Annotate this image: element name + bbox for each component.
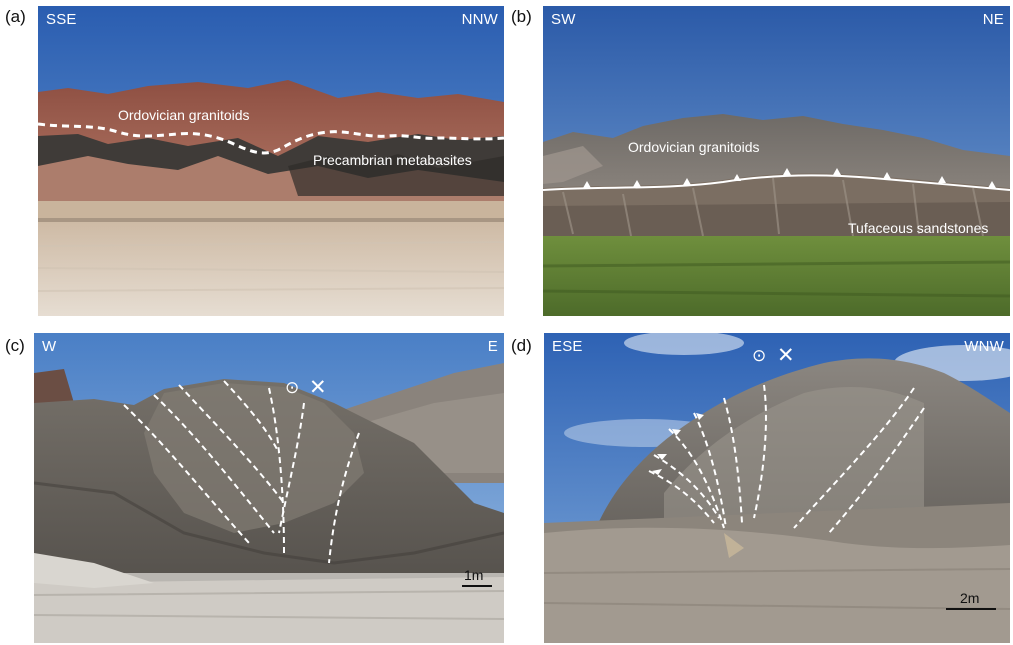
landscape-photo-b	[543, 6, 1010, 316]
fault-traces-c	[123, 380, 360, 564]
direction-label-left-a: SSE	[46, 11, 77, 28]
unit-label-upper-b: Ordovician granitoids	[628, 139, 760, 155]
direction-label-left-c: W	[42, 338, 57, 355]
panel-label-c: (c)	[5, 336, 25, 355]
panel-label-b: (b)	[511, 7, 532, 26]
scale-bar-d	[946, 608, 996, 610]
direction-label-left-d: ESE	[552, 338, 583, 355]
unit-label-lower-b: Tufaceous sandstones	[848, 220, 989, 236]
thrust-line-b	[543, 174, 1010, 191]
unit-label-lower-a: Precambrian metabasites	[313, 152, 472, 168]
out-of-page-symbol-c: ⊙	[285, 378, 300, 397]
fault-traces-d	[648, 384, 925, 534]
scale-label-d: 2m	[960, 590, 980, 606]
contact-line-a	[38, 122, 504, 155]
photo-panel-d: ESE WNW ⊙ ✕ 2m	[544, 333, 1010, 643]
into-page-symbol-d: ✕	[777, 344, 795, 367]
out-of-page-symbol-d: ⊙	[752, 346, 767, 365]
photo-panel-c: W E ⊙ ✕ 1m	[34, 333, 504, 643]
photo-panel-b: SW NE Ordovician granitoids Tufaceous sa…	[543, 6, 1010, 316]
direction-label-right-b: NE	[982, 11, 1004, 28]
outcrop-photo-c	[34, 333, 504, 643]
scale-bar-c	[462, 585, 492, 587]
direction-label-left-b: SW	[551, 11, 576, 28]
scale-label-c: 1m	[464, 567, 484, 583]
direction-label-right-d: WNW	[964, 338, 1004, 355]
slip-arrows-d	[652, 413, 704, 475]
panel-label-a: (a)	[5, 7, 26, 26]
photo-panel-a: SSE NNW Ordovician granitoids Precambria…	[38, 6, 504, 316]
unit-label-upper-a: Ordovician granitoids	[118, 107, 250, 123]
direction-label-right-c: E	[487, 338, 498, 355]
panel-label-d: (d)	[511, 336, 532, 355]
into-page-symbol-c: ✕	[309, 376, 327, 399]
landscape-photo-a	[38, 6, 504, 316]
direction-label-right-a: NNW	[461, 11, 498, 28]
thrust-teeth-b	[583, 168, 996, 188]
outcrop-photo-d	[544, 333, 1010, 643]
